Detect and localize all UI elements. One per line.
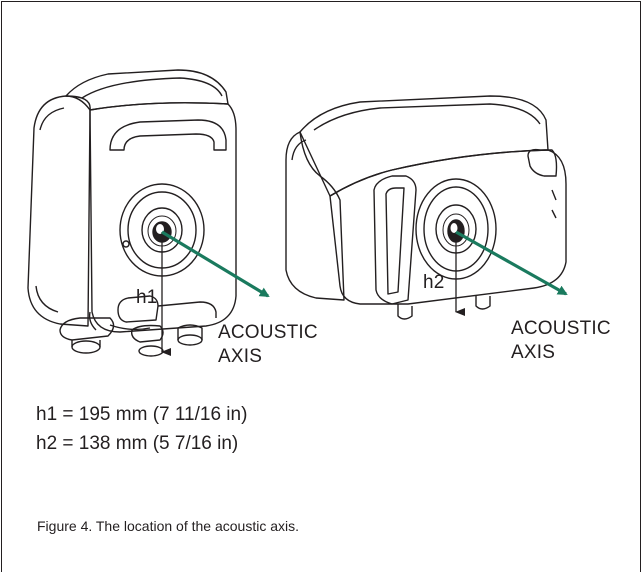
right-acoustic-axis-arrow — [455, 230, 568, 296]
right-speaker-front — [329, 149, 567, 305]
figure-caption: Figure 4. The location of the acoustic a… — [37, 518, 299, 534]
left-speaker-side — [27, 95, 91, 327]
right-axis-label-line1: ACOUSTIC — [511, 318, 611, 339]
left-speaker-front — [89, 102, 237, 333]
left-speaker — [27, 69, 237, 357]
left-speaker-feet — [59, 311, 203, 357]
left-acoustic-axis-arrow — [161, 230, 270, 298]
right-speaker-top — [299, 95, 549, 197]
left-axis-label-line1: ACOUSTIC — [218, 322, 318, 343]
right-height-label: h2 — [423, 272, 445, 293]
measurement-h1: h1 = 195 mm (7 11/16 in) — [36, 404, 248, 425]
right-axis-label-line2: AXIS — [511, 342, 555, 363]
right-speaker-side — [285, 131, 345, 301]
left-height-label: h1 — [136, 287, 158, 308]
measurement-h2: h2 = 138 mm (5 7/16 in) — [36, 433, 239, 454]
left-axis-label-line2: AXIS — [218, 346, 262, 367]
